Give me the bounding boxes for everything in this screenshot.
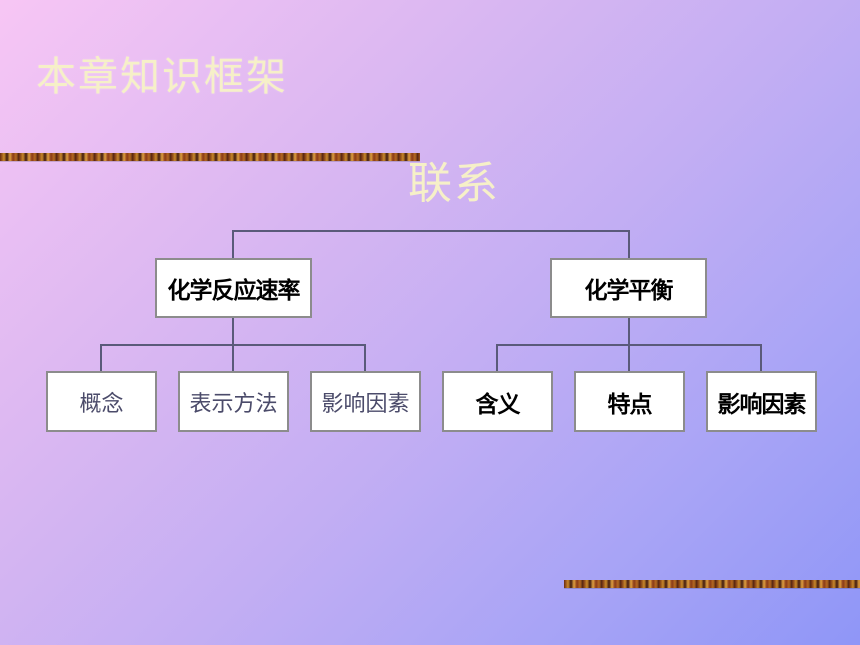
node-rate-concept: 概念 [46, 371, 157, 432]
node-rate-representation: 表示方法 [178, 371, 289, 432]
link-label: 联系 [408, 158, 500, 209]
slide-title: 本章知识框架 [36, 54, 288, 100]
equilibrium-branch [496, 317, 762, 372]
node-chemical-equilibrium: 化学平衡 [550, 258, 707, 318]
link-connector [232, 230, 630, 258]
decorative-bar-bottom [564, 580, 860, 588]
rate-branch [100, 317, 366, 372]
node-equilibrium-factors: 影响因素 [706, 371, 817, 432]
node-equilibrium-meaning: 含义 [442, 371, 553, 432]
decorative-bar-top [0, 153, 420, 161]
node-rate-factors: 影响因素 [310, 371, 421, 432]
node-equilibrium-features: 特点 [574, 371, 685, 432]
node-reaction-rate: 化学反应速率 [155, 258, 312, 318]
